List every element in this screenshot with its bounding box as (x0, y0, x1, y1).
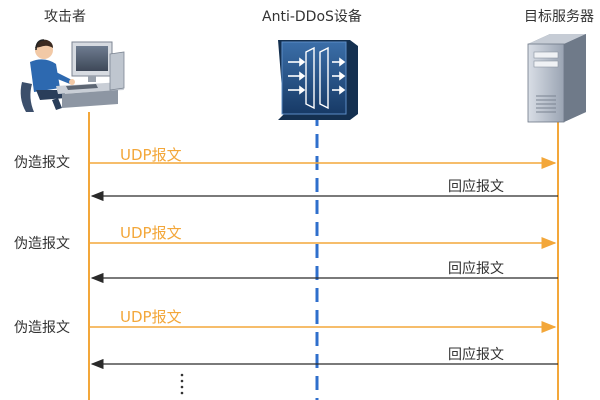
side-label-2: 伪造报文 (14, 236, 70, 252)
attacker-label: 攻击者 (44, 9, 86, 25)
anti-ddos-label: Anti-DDoS设备 (262, 9, 362, 25)
target-server-label: 目标服务器 (524, 9, 594, 25)
response-label-1: 回应报文 (448, 179, 504, 195)
side-label-1: 伪造报文 (14, 155, 70, 171)
request-label-3: UDP报文 (120, 308, 182, 326)
anti-ddos-device-icon (278, 40, 358, 120)
request-label-1: UDP报文 (120, 146, 182, 164)
continuation-dots (180, 373, 184, 395)
server-tower-icon (527, 34, 586, 123)
side-label-3: 伪造报文 (14, 320, 70, 336)
request-label-2: UDP报文 (120, 224, 182, 242)
response-label-3: 回应报文 (448, 347, 504, 363)
response-label-2: 回应报文 (448, 261, 504, 277)
person-at-computer-icon (20, 39, 125, 112)
